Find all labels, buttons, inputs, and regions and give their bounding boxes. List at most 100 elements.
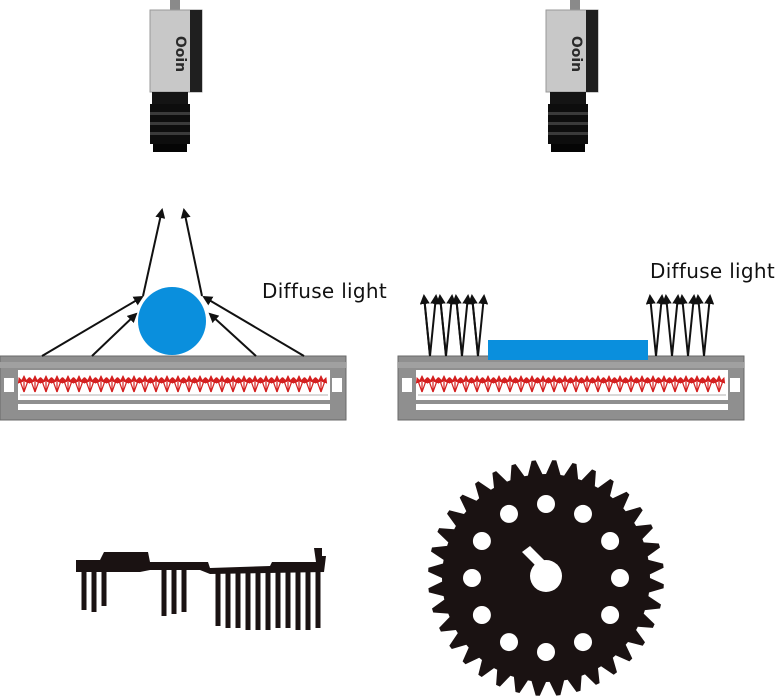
led-ray — [509, 377, 517, 393]
camera-logo-right: Ooin — [568, 36, 584, 72]
led-ray — [608, 377, 616, 393]
led-ray — [465, 377, 473, 393]
led-ray — [265, 377, 273, 393]
camera-left: Ooin — [149, 0, 203, 152]
led-arrows-right — [415, 375, 726, 396]
comb-tooth — [305, 570, 311, 630]
diffuse-ray — [693, 294, 705, 357]
led-ray — [276, 377, 284, 393]
diffuse-ray — [661, 294, 673, 357]
led-ray — [487, 377, 495, 393]
led-ray — [281, 377, 289, 393]
led-ray — [17, 377, 25, 393]
flat-object — [488, 340, 648, 360]
comb-tooth — [235, 570, 241, 628]
led-ray — [111, 377, 119, 393]
led-ray — [34, 377, 42, 393]
led-ray — [624, 377, 632, 393]
led-ray — [498, 377, 506, 393]
diffuse-ray — [677, 294, 689, 357]
led-ray — [652, 377, 660, 393]
led-ray — [454, 377, 462, 393]
comb-part-silhouette-icon — [76, 548, 326, 574]
led-ray — [232, 377, 240, 393]
comb-tooth — [295, 570, 301, 630]
led-ray — [116, 377, 124, 393]
led-ray — [221, 377, 229, 393]
led-ray — [204, 377, 212, 393]
led-ray — [138, 377, 146, 393]
gear-hole — [463, 569, 481, 587]
led-ray — [182, 377, 190, 393]
comb-tooth — [285, 570, 291, 628]
led-ray — [210, 377, 218, 393]
gear-hole — [500, 633, 518, 652]
diffuse-ray — [671, 294, 683, 357]
led-ray — [199, 377, 207, 393]
led-ray — [171, 377, 179, 393]
comb-tooth — [215, 570, 221, 626]
led-ray — [520, 377, 528, 393]
camera-logo-left: Ooin — [172, 36, 188, 72]
led-ray — [701, 377, 709, 393]
backlight-panel-right — [397, 355, 745, 421]
diffuse-ray — [645, 294, 657, 357]
led-ray — [663, 377, 671, 393]
led-ray — [298, 377, 306, 393]
led-ray — [56, 377, 64, 393]
gear-hole — [500, 504, 518, 523]
diffuse-ray — [435, 294, 447, 357]
led-ray — [553, 377, 561, 393]
comb-tooth — [265, 570, 271, 630]
led-ray — [679, 377, 687, 393]
comb-tooth — [181, 570, 187, 612]
led-ray — [470, 377, 478, 393]
led-ray — [28, 377, 36, 393]
comb-tooth — [255, 570, 261, 630]
led-ray — [309, 377, 317, 393]
led-ray — [575, 377, 583, 393]
led-ray — [459, 377, 467, 393]
comb-tooth — [101, 570, 107, 606]
diffuse-ray — [687, 294, 699, 357]
gear-hole — [601, 532, 620, 550]
led-ray — [287, 377, 295, 393]
led-ray — [72, 377, 80, 393]
diffuse-ray — [655, 294, 667, 357]
led-ray — [443, 377, 451, 393]
led-ray — [657, 377, 665, 393]
led-ray — [50, 377, 58, 393]
sprocket-gear-silhouette-icon — [428, 460, 664, 696]
light-rays-right — [419, 294, 715, 357]
led-ray — [188, 377, 196, 393]
led-ray — [421, 377, 429, 393]
led-ray — [668, 377, 676, 393]
led-arrows-left — [17, 375, 328, 396]
led-ray — [597, 377, 605, 393]
led-ray — [641, 377, 649, 393]
round-object — [138, 287, 206, 355]
led-ray — [646, 377, 654, 393]
led-ray — [94, 377, 102, 393]
led-ray — [542, 377, 550, 393]
led-ray — [696, 377, 704, 393]
led-ray — [558, 377, 566, 393]
led-ray — [685, 377, 693, 393]
diffuse-ray — [467, 294, 479, 357]
led-ray — [492, 377, 500, 393]
led-ray — [476, 377, 484, 393]
led-ray — [144, 377, 152, 393]
led-ray — [514, 377, 522, 393]
led-ray — [122, 377, 130, 393]
gear-hole — [472, 606, 491, 624]
led-ray — [303, 377, 311, 393]
led-ray — [215, 377, 223, 393]
led-ray — [569, 377, 577, 393]
led-ray — [415, 377, 423, 393]
led-ray — [193, 377, 201, 393]
led-ray — [580, 377, 588, 393]
led-ray — [100, 377, 108, 393]
led-ray — [67, 377, 75, 393]
led-ray — [564, 377, 572, 393]
